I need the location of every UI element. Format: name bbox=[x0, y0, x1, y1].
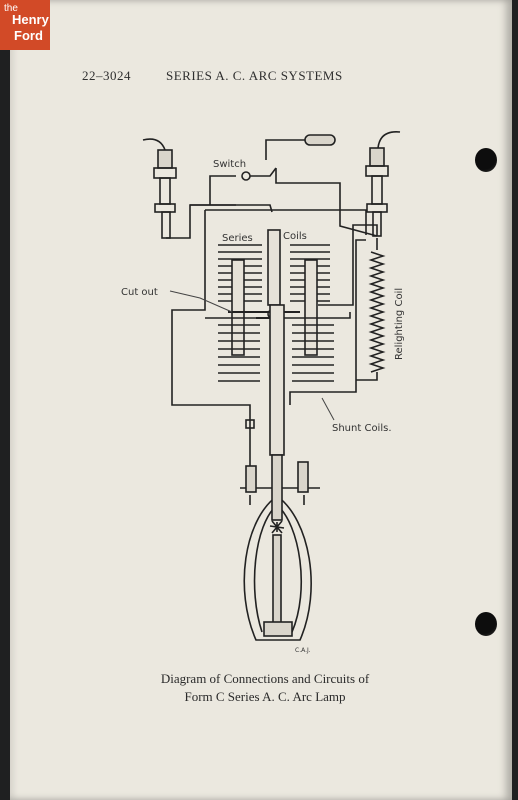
shunt-coils-label: Shunt Coils. bbox=[332, 423, 392, 434]
left-terminal-icon bbox=[142, 138, 177, 239]
book-page bbox=[10, 0, 512, 800]
logo-line-2: Henry bbox=[12, 12, 49, 27]
relighting-coil-icon bbox=[356, 238, 386, 381]
page-number: 22–3024 bbox=[82, 68, 131, 83]
cutout-label: Cut out bbox=[121, 287, 158, 298]
relighting-coil-label: Relighting Coil bbox=[394, 288, 405, 360]
henry-ford-logo: the Henry Ford bbox=[0, 0, 50, 50]
series-label: Series bbox=[222, 233, 253, 244]
caption-line-1: Diagram of Connections and Circuits of bbox=[160, 671, 370, 686]
right-shunt-coil-icon bbox=[292, 324, 334, 382]
signature: C.A.J. bbox=[295, 647, 311, 654]
caption-line-2: Form C Series A. C. Arc Lamp bbox=[184, 689, 346, 704]
right-terminal-icon bbox=[365, 131, 401, 237]
coils-label: Coils bbox=[283, 231, 307, 242]
right-series-coil-icon bbox=[290, 244, 330, 356]
switch-icon bbox=[241, 134, 336, 184]
left-shunt-coil-icon bbox=[218, 324, 260, 382]
switch-label: Switch bbox=[213, 159, 246, 170]
binder-hole-bottom bbox=[475, 612, 497, 636]
running-title: SERIES A. C. ARC SYSTEMS bbox=[166, 68, 343, 83]
binder-hole-top bbox=[475, 148, 497, 172]
logo-line-1: the bbox=[4, 3, 18, 14]
lamp-globe-icon bbox=[243, 495, 312, 641]
logo-line-3: Ford bbox=[14, 28, 43, 43]
left-series-coil-icon bbox=[218, 244, 262, 356]
arc-spark-icon bbox=[269, 520, 285, 534]
figure-caption: Diagram of Connections and Circuits of F… bbox=[120, 670, 410, 706]
